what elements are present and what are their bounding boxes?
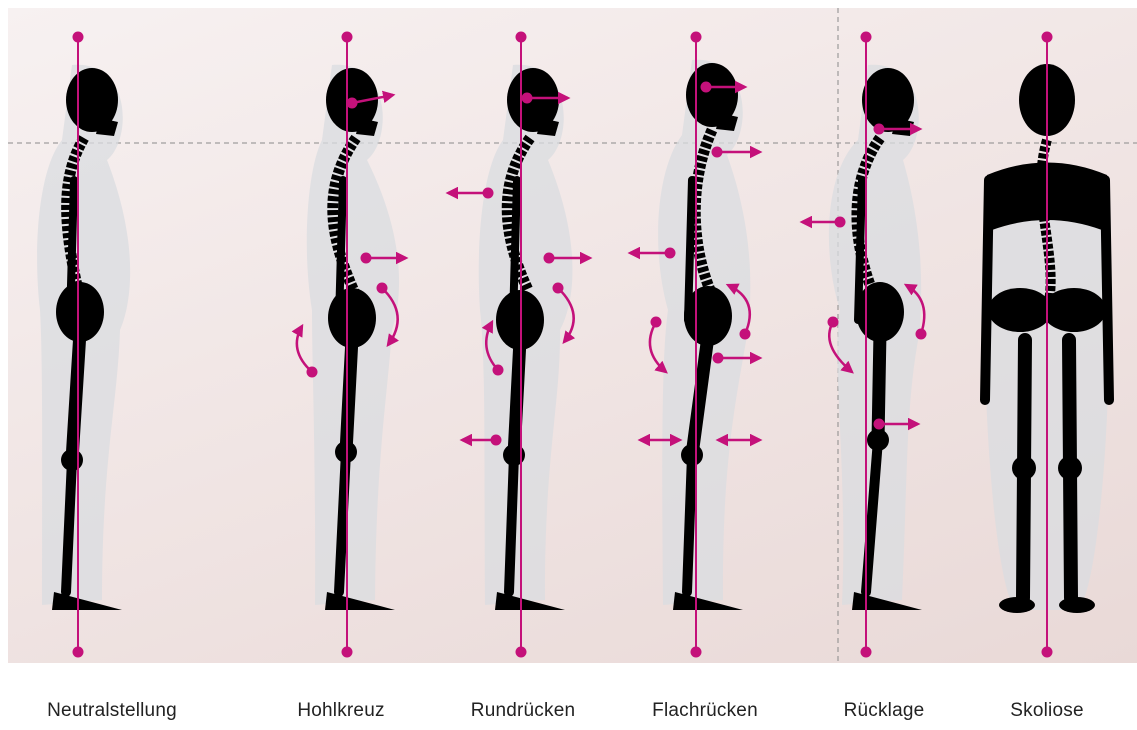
displacement-arrow bbox=[630, 248, 676, 259]
arrow-origin-dot bbox=[347, 98, 358, 109]
arrow-origin-dot bbox=[491, 435, 502, 446]
knee-right bbox=[1058, 456, 1082, 480]
posture-illustration bbox=[8, 8, 1137, 663]
arrow-origin-dot bbox=[544, 253, 555, 264]
rotation-origin-dot bbox=[377, 283, 388, 294]
rotation-origin-dot bbox=[828, 317, 839, 328]
plumb-top-dot bbox=[861, 32, 872, 43]
plumb-top-dot bbox=[1042, 32, 1053, 43]
rotation-arc bbox=[297, 326, 312, 372]
arm-right bbox=[1105, 180, 1109, 400]
plumb-top-dot bbox=[73, 32, 84, 43]
displacement-arrow bbox=[448, 188, 494, 199]
shin bbox=[509, 455, 514, 592]
plumb-bottom-dot bbox=[73, 647, 84, 658]
arrow-origin-dot bbox=[483, 188, 494, 199]
shin bbox=[66, 460, 72, 592]
knee-left bbox=[1012, 456, 1036, 480]
arrow-origin-dot bbox=[874, 124, 885, 135]
rotation-arrow bbox=[650, 317, 666, 373]
arrow-origin-dot bbox=[874, 419, 885, 430]
rotation-origin-dot bbox=[916, 329, 927, 340]
displacement-arrow bbox=[712, 147, 761, 158]
arm bbox=[688, 180, 692, 320]
shin bbox=[687, 455, 692, 592]
rotation-arc bbox=[650, 322, 666, 372]
rotation-origin-dot bbox=[307, 367, 318, 378]
plumb-bottom-dot bbox=[861, 647, 872, 658]
plumb-top-dot bbox=[691, 32, 702, 43]
arrow-origin-dot bbox=[835, 217, 846, 228]
rotation-origin-dot bbox=[493, 365, 504, 376]
figure-labels: Neutralstellung Hohlkreuz Rundrücken Fla… bbox=[0, 700, 1137, 730]
pelvis-right bbox=[1042, 288, 1106, 332]
plumb-bottom-dot bbox=[1042, 647, 1053, 658]
figure-hohlkreuz bbox=[307, 65, 399, 610]
displacement-arrow bbox=[802, 217, 846, 228]
plumb-bottom-dot bbox=[691, 647, 702, 658]
label-flachruecken: Flachrücken bbox=[652, 700, 758, 722]
arrow-origin-dot bbox=[701, 82, 712, 93]
arrow-origin-dot bbox=[713, 353, 724, 364]
arrow-origin-dot bbox=[712, 147, 723, 158]
label-rundruecken: Rundrücken bbox=[471, 700, 575, 722]
arm bbox=[70, 180, 74, 320]
arrow-origin-dot bbox=[361, 253, 372, 264]
figure-flachruecken bbox=[658, 60, 750, 610]
label-skoliose: Skoliose bbox=[1010, 700, 1083, 722]
shin bbox=[339, 452, 346, 592]
femur bbox=[514, 340, 520, 455]
foot-left bbox=[999, 597, 1035, 613]
plumb-top-dot bbox=[342, 32, 353, 43]
label-ruecklage: Rücklage bbox=[844, 700, 925, 722]
reference-guides bbox=[8, 8, 1137, 663]
label-neutralstellung: Neutralstellung bbox=[47, 700, 177, 722]
figure-neutral bbox=[37, 65, 130, 610]
arrow-origin-dot bbox=[665, 248, 676, 259]
foot-right bbox=[1059, 597, 1095, 613]
arm bbox=[339, 180, 343, 320]
figure-ruecklage bbox=[829, 65, 922, 610]
arrow-origin-dot bbox=[522, 93, 533, 104]
posture-diagram bbox=[8, 8, 1137, 663]
figure-rundruecken bbox=[479, 65, 573, 610]
label-hohlkreuz: Hohlkreuz bbox=[297, 700, 384, 722]
arm bbox=[513, 180, 517, 320]
arm bbox=[858, 180, 862, 320]
displacement-arrow bbox=[462, 435, 502, 446]
plumb-bottom-dot bbox=[516, 647, 527, 658]
rotation-origin-dot bbox=[553, 283, 564, 294]
arm-left bbox=[985, 180, 989, 400]
rotation-origin-dot bbox=[740, 329, 751, 340]
plumb-bottom-dot bbox=[342, 647, 353, 658]
plumb-top-dot bbox=[516, 32, 527, 43]
rotation-origin-dot bbox=[651, 317, 662, 328]
